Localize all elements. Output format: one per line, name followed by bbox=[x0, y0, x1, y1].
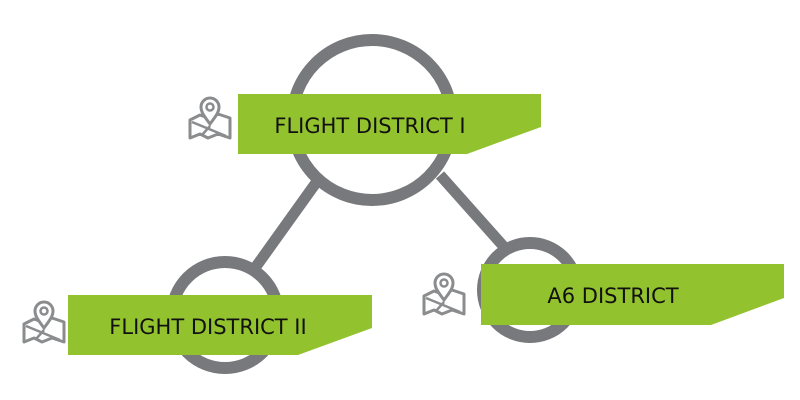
map-pin-icon bbox=[422, 272, 466, 316]
edge-district-i-to-a6 bbox=[435, 171, 510, 252]
map-pin-icon bbox=[22, 300, 66, 344]
map-pin-icon bbox=[188, 96, 232, 140]
banner bbox=[238, 94, 541, 154]
node-a6-district: A6 DISTRICT bbox=[422, 264, 784, 325]
node-flight-district-ii: FLIGHT DISTRICT II bbox=[22, 295, 372, 355]
edge-district-i-to-ii bbox=[250, 176, 323, 272]
node-label: FLIGHT DISTRICT II bbox=[109, 315, 306, 339]
node-label: A6 DISTRICT bbox=[547, 284, 678, 308]
node-flight-district-i: FLIGHT DISTRICT I bbox=[188, 94, 541, 154]
banner bbox=[481, 264, 784, 325]
node-label: FLIGHT DISTRICT I bbox=[274, 114, 465, 138]
banner bbox=[68, 295, 372, 355]
